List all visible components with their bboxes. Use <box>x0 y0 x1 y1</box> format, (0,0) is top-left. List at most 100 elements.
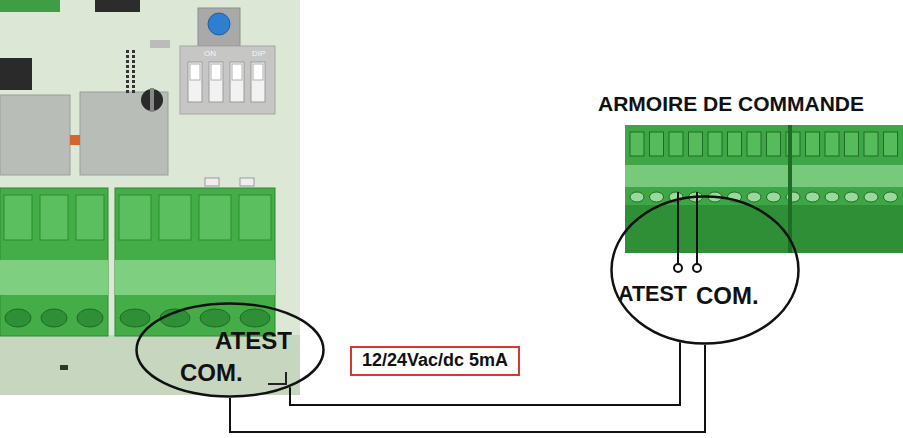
terminal-block <box>115 188 275 336</box>
pcb-dot <box>126 85 129 88</box>
pcb-dot <box>132 90 135 93</box>
switch-marking: ON <box>204 50 216 59</box>
terminal-slot <box>845 132 859 156</box>
lead <box>677 192 679 264</box>
dip-slot <box>230 62 244 102</box>
pcb-part <box>150 40 170 48</box>
voltage-box: 12/24Vac/dc 5mA <box>350 346 520 376</box>
terminal-point <box>674 264 682 272</box>
pcb-dot <box>132 50 135 53</box>
dip-lever <box>190 64 200 80</box>
terminal-slot <box>728 132 742 156</box>
terminal-slot <box>40 195 68 240</box>
node-text: ATEST <box>618 283 687 307</box>
terminal-point <box>693 264 701 272</box>
callout-ellipse: ATEST COM. <box>610 195 800 345</box>
terminal-slot <box>884 132 898 156</box>
pcb-dot <box>132 80 135 83</box>
ellipse-outline <box>137 304 324 397</box>
terminal-screw <box>650 192 664 202</box>
terminal-screw <box>120 309 150 327</box>
dip-lever <box>211 64 221 80</box>
ellipse-outline <box>612 197 799 344</box>
terminal-screw <box>767 192 781 202</box>
wire <box>230 345 705 432</box>
pcb-dot <box>126 70 129 73</box>
terminal-screw <box>845 192 859 202</box>
pcb-dot <box>126 65 129 68</box>
pcb-dot <box>126 80 129 83</box>
capacitor-mark <box>150 88 154 112</box>
terminal-block <box>0 188 108 336</box>
pcb-chip <box>95 0 140 12</box>
terminal-block-face <box>115 260 275 295</box>
terminal-slot <box>864 132 878 156</box>
node-text: COM. <box>696 283 759 309</box>
terminal-slot <box>747 132 761 156</box>
terminal-slot <box>239 195 271 240</box>
pcb-dot <box>126 75 129 78</box>
node-text: 12/24Vac/dc 5mA <box>362 351 508 371</box>
wire <box>290 342 680 405</box>
terminal-screw <box>77 309 103 327</box>
relay <box>0 95 70 175</box>
lead <box>696 192 698 264</box>
pcb-board <box>0 0 300 345</box>
pcb-dot <box>126 60 129 63</box>
terminal-block-face <box>0 260 108 295</box>
pcb-part <box>60 365 68 370</box>
terminal-screw <box>5 309 31 327</box>
cabinet-label: ARMOIRE DE COMMANDE <box>598 92 864 115</box>
terminal-screw <box>806 192 820 202</box>
terminal-screw <box>630 192 644 202</box>
terminal-screw <box>240 309 270 327</box>
terminal-screw <box>884 192 898 202</box>
push-button <box>208 13 230 35</box>
pcb-dot <box>132 85 135 88</box>
terminal-slot <box>199 195 231 240</box>
terminal-slot <box>630 132 644 156</box>
dip-slot <box>251 62 265 102</box>
node-text: COM. <box>180 360 243 386</box>
terminal-slot <box>825 132 839 156</box>
switch-marking: DIP <box>252 50 265 59</box>
terminal-slot <box>689 132 703 156</box>
pcb-dot <box>132 70 135 73</box>
pcb-part <box>240 178 254 186</box>
capacitor <box>141 89 163 111</box>
pcb-dot <box>132 75 135 78</box>
pcb-chip <box>0 58 32 90</box>
terminal-slot <box>767 132 781 156</box>
dip-switch <box>180 46 275 114</box>
terminal-block-face <box>625 165 903 187</box>
terminal-slot <box>650 132 664 156</box>
pcb-dot <box>126 55 129 58</box>
terminal-screw <box>747 192 761 202</box>
block-gap <box>788 125 792 253</box>
dip-slot <box>188 62 202 102</box>
terminal-slot <box>119 195 151 240</box>
pcb-dot <box>132 60 135 63</box>
terminal-slot <box>76 195 104 240</box>
pcb-dot <box>126 50 129 53</box>
dip-lever <box>253 64 263 80</box>
button-base <box>198 8 240 46</box>
pcb-part <box>0 0 60 12</box>
dip-lever <box>232 64 242 80</box>
pcb-dot <box>126 90 129 93</box>
ellipse-outline <box>610 195 800 345</box>
terminal-slot <box>806 132 820 156</box>
terminal-slot <box>159 195 191 240</box>
terminal-block <box>625 125 903 253</box>
dip-slot <box>209 62 223 102</box>
callout-ellipse: ATESTCOM. <box>135 302 325 398</box>
terminal-slot <box>4 195 32 240</box>
lead <box>268 372 286 384</box>
pcb-dot <box>132 65 135 68</box>
terminal-screw <box>864 192 878 202</box>
terminal-screw <box>200 309 230 327</box>
terminal-slot <box>708 132 722 156</box>
pcb-dot <box>132 55 135 58</box>
terminal-screw <box>825 192 839 202</box>
pcb-part <box>205 178 219 186</box>
